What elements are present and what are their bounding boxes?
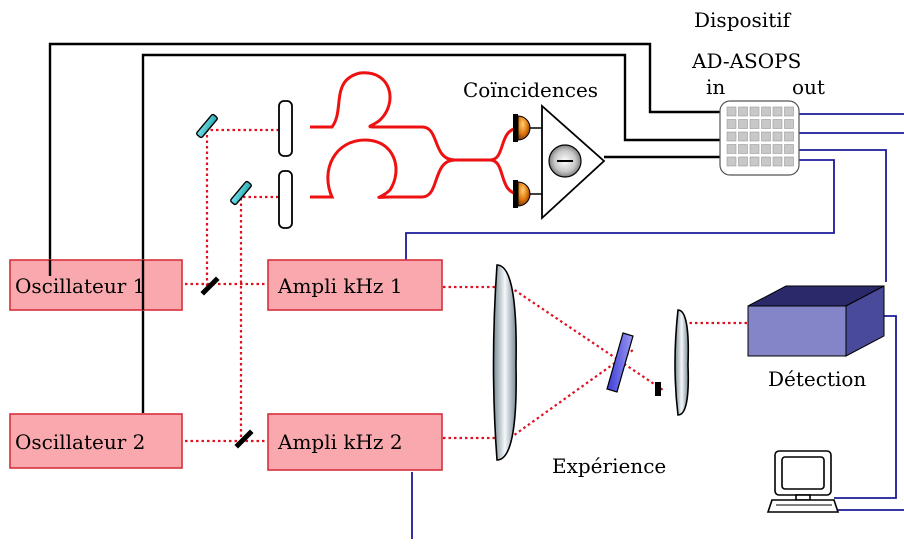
keypad-cell — [784, 106, 794, 117]
keypad-cell — [761, 131, 771, 142]
photodiode-1 — [513, 114, 531, 142]
focusing-lens — [492, 264, 517, 461]
ad-asops-device — [719, 100, 800, 176]
detection-label: Détection — [768, 367, 866, 391]
keypad-cell — [726, 119, 737, 129]
coincidences-label: Coïncidences — [463, 78, 598, 102]
keypad-cell — [726, 144, 737, 154]
keypad-cell — [772, 106, 783, 117]
device-title-line2: AD-ASOPS — [691, 49, 801, 73]
detection-box — [747, 285, 885, 357]
oscillator-2-sync-wire — [141, 53, 720, 413]
keypad-cell — [761, 106, 771, 117]
keypad-cell — [749, 106, 760, 117]
amplifier-2-box — [267, 413, 443, 471]
collection-lens — [674, 309, 690, 416]
oscillator-2-box — [9, 413, 183, 469]
keypad-cell — [738, 144, 748, 154]
keypad-cell — [738, 119, 748, 129]
device-in-label: in — [706, 75, 725, 99]
keypad-cell — [784, 119, 794, 129]
keypad-cell — [726, 156, 737, 167]
fiber-loops — [310, 71, 519, 199]
keypad-cell — [772, 119, 783, 129]
keypad-cell — [726, 106, 737, 117]
keypad-cell — [726, 131, 737, 142]
oscillator-2-label: Oscillateur 2 — [15, 430, 145, 454]
coincidence-subtractor — [541, 103, 606, 221]
beam-splitter-2 — [234, 429, 254, 449]
keypad-cell — [749, 144, 760, 154]
amplifier-2-label: Ampli kHz 2 — [277, 430, 403, 454]
photodiode-2 — [513, 180, 531, 208]
waveplate-2 — [278, 170, 293, 229]
keypad-cell — [761, 156, 771, 167]
signal-lines — [405, 113, 904, 539]
waveplate-1 — [278, 100, 293, 157]
beam-block — [655, 382, 661, 396]
oscillator-1-box — [9, 259, 183, 311]
keypad-cell — [761, 144, 771, 154]
keypad-cell — [784, 156, 794, 167]
keypad-cell — [738, 131, 748, 142]
amplifier-1-box — [267, 259, 443, 311]
keypad-cell — [761, 119, 771, 129]
keypad-cell — [772, 131, 783, 142]
keypad-cell — [749, 119, 760, 129]
device-title-line1: Dispositif — [694, 8, 792, 32]
keypad-cell — [772, 144, 783, 154]
keypad-cell — [784, 144, 794, 154]
device-keypad-icon — [726, 106, 794, 167]
amplifier-1-label: Ampli kHz 1 — [277, 274, 403, 298]
oscillator-1-label: Oscillateur 1 — [15, 274, 145, 298]
keypad-cell — [738, 106, 748, 117]
keypad-cell — [749, 131, 760, 142]
oscillator-1-sync-wire — [48, 42, 720, 262]
keypad-cell — [749, 156, 760, 167]
mirror-2 — [230, 180, 252, 206]
keypad-cell — [784, 131, 794, 142]
beam-splitter-1 — [200, 276, 220, 296]
mirror-1 — [196, 113, 218, 139]
keypad-cell — [772, 156, 783, 167]
device-out-label: out — [792, 75, 825, 99]
keypad-cell — [738, 156, 748, 167]
experiment-label: Expérience — [552, 454, 666, 478]
sample — [606, 332, 634, 393]
computer-icon — [766, 450, 840, 513]
